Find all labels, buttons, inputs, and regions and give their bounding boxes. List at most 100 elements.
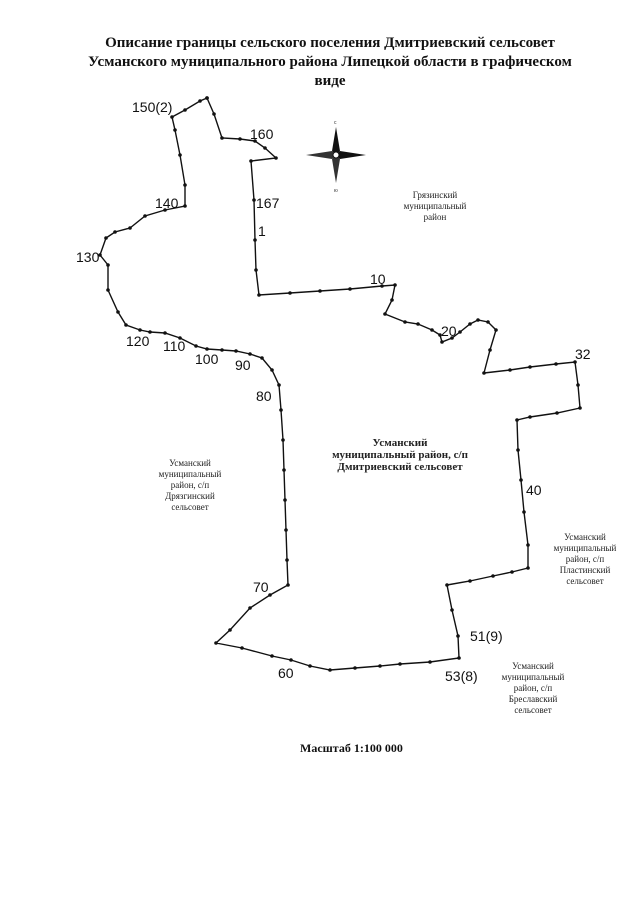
boundary-vertex [476,318,480,322]
region-gryazinsky-line-1: Грязинский [412,190,458,200]
boundary-vertex [578,406,582,410]
compass-south-icon [332,155,340,183]
boundary-vertex [138,328,142,332]
boundary-vertex [270,654,274,658]
boundary-vertex [468,579,472,583]
boundary-vertex [205,347,209,351]
boundary-vertex [274,156,278,160]
boundary-vertex [526,566,530,570]
boundary-vertex [457,656,461,660]
boundary-vertex [486,320,490,324]
region-dmitrievsky: Усманский муниципальный район, с/п Дмитр… [320,437,480,473]
boundary-vertex [116,310,120,314]
boundary-vertex [438,333,442,337]
boundary-vertex [445,583,449,587]
boundary-vertex [220,348,224,352]
boundary-vertex [450,336,454,340]
boundary-vertex [173,128,177,132]
boundary-vertex [458,330,462,334]
region-gryazinsky: Грязинский муниципальный район [395,190,475,223]
region-plastinsky-line-3: район, с/п [565,554,605,564]
boundary-vertex [554,362,558,366]
point-label-10: 10 [370,271,386,287]
boundary-vertex [253,238,257,242]
boundary-vertex [508,368,512,372]
point-label-110: 110 [163,338,186,354]
region-plastinsky: Усманский муниципальный район, с/п Пласт… [545,532,625,587]
boundary-vertex [526,543,530,547]
region-dryazginsky-line-3: район, с/п [170,480,210,490]
boundary-vertex [328,668,332,672]
boundary-vertex [279,408,283,412]
boundary-vertex [254,268,258,272]
title-line-3: виде [314,73,346,89]
boundary-vertex [238,137,242,141]
boundary-vertex [519,478,523,482]
boundary-vertex [183,108,187,112]
boundary-vertex [163,208,167,212]
boundary-vertex [183,204,187,208]
region-breslavsky: Усманский муниципальный район, с/п Бресл… [493,661,573,716]
boundary-vertex [106,263,110,267]
region-breslavsky-line-5: сельсовет [514,705,552,715]
boundary-vertex [194,344,198,348]
boundary-vertex [573,360,577,364]
boundary-vertex [253,139,257,143]
boundary-vertex [398,662,402,666]
point-label-130: 130 [76,249,100,265]
boundary-vertex [289,658,293,662]
boundary-vertex [270,368,274,372]
boundary-vertex [393,283,397,287]
boundary-vertex [528,415,532,419]
boundary-vertex [198,99,202,103]
boundary-vertex [428,660,432,664]
point-label-100: 100 [195,351,219,367]
boundary-vertex [228,628,232,632]
boundary-vertex [234,349,238,353]
compass-rose [306,127,366,183]
title-line-1: Описание границы сельского поселения Дми… [105,35,555,51]
point-label-90: 90 [235,357,251,373]
boundary-vertex [98,253,102,257]
point-label-167: 167 [256,195,280,211]
boundary-vertex [348,287,352,291]
region-dryazginsky-line-4: Дрязгинский [165,491,215,501]
boundary-vertex [403,320,407,324]
point-label-150-2: 150(2) [132,99,172,115]
boundary-vertex [286,583,290,587]
boundary-vertex [282,468,286,472]
boundary-vertex [268,593,272,597]
compass-north-icon [332,127,340,155]
boundary-vertex [522,510,526,514]
boundary-vertex [113,230,117,234]
boundary-vertex [248,606,252,610]
point-label-51-9: 51(9) [470,628,503,644]
boundary-vertex [214,641,218,645]
point-label-60: 60 [278,665,294,681]
boundary-vertex [263,146,267,150]
boundary-vertex [555,411,559,415]
compass-east-icon [336,151,366,159]
boundary-vertices [98,96,582,672]
boundary-vertex [248,352,252,356]
boundary-vertex [106,288,110,292]
boundary-vertex [285,558,289,562]
map-scale: Масштаб 1:100 000 [300,741,403,755]
region-dryazginsky-line-1: Усманский [169,458,211,468]
boundary-vertex [281,438,285,442]
region-plastinsky-line-2: муниципальный [553,543,617,553]
boundary-vertex [104,236,108,240]
boundary-vertex [124,323,128,327]
point-label-80: 80 [256,388,272,404]
boundary-vertex [260,356,264,360]
boundary-vertex [220,136,224,140]
boundary-vertex [170,115,174,119]
compass-north-letter: с [334,120,337,126]
boundary-vertex [528,365,532,369]
boundary-vertex [212,112,216,116]
boundary-vertex [205,96,209,100]
boundary-vertex [128,226,132,230]
point-label-140: 140 [155,195,179,211]
boundary-vertex [277,383,281,387]
